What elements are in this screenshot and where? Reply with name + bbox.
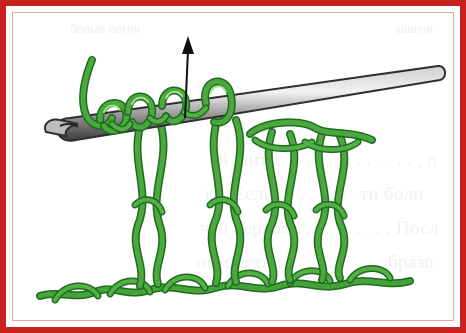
foundation-chain (40, 269, 410, 301)
